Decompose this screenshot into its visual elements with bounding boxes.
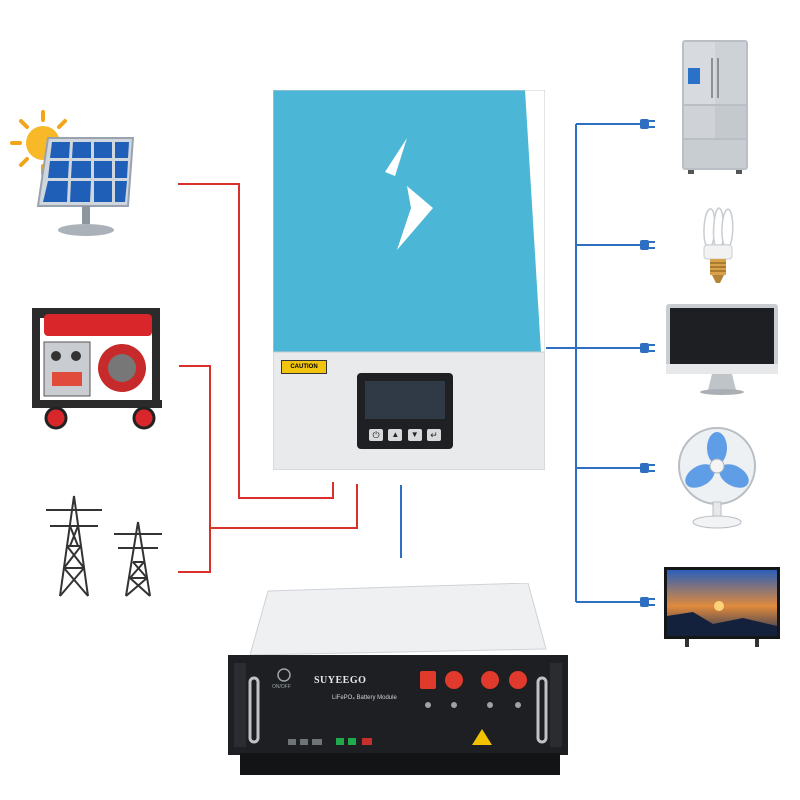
- television-icon: [664, 567, 780, 647]
- tower-large: [46, 495, 102, 597]
- enter-key-icon[interactable]: ↵: [426, 429, 441, 441]
- keypad: ⏻ ▲ ▼ ↵: [369, 429, 441, 441]
- battery-brand: SUYEEGO: [314, 675, 367, 686]
- input-wiring: [178, 183, 358, 573]
- battery-model-label: LiFePO₄ Battery Module: [332, 695, 397, 701]
- utility-grid-icon: [46, 495, 162, 597]
- battery-body: [228, 583, 568, 775]
- output-wiring: [400, 123, 640, 603]
- up-key-icon[interactable]: ▲: [388, 429, 403, 441]
- hybrid-inverter: CAUTION ⏻ ▲ ▼ ↵: [273, 90, 545, 470]
- plug-icon: [640, 597, 655, 607]
- power-switch-label: ON/OFF: [272, 684, 291, 690]
- power-button-icon[interactable]: [277, 668, 291, 682]
- plug-icon: [640, 240, 655, 250]
- plug-icon: [640, 343, 655, 353]
- down-key-icon[interactable]: ▼: [407, 429, 422, 441]
- monitor-icon: [666, 304, 778, 395]
- tower-small: [114, 521, 162, 597]
- refrigerator-icon: [682, 40, 748, 174]
- electric-fan-icon: [678, 427, 756, 529]
- lcd-screen: [365, 381, 445, 419]
- power-key-icon[interactable]: ⏻: [369, 429, 383, 441]
- generator-icon: [32, 308, 162, 430]
- plug-icons: [640, 119, 655, 607]
- terminals: [420, 671, 527, 708]
- display-panel: ⏻ ▲ ▼ ↵: [357, 373, 453, 449]
- light-bulb-icon: [703, 207, 734, 283]
- brand-logo-icon: [385, 138, 433, 250]
- battery-module: SUYEEGO LiFePO₄ Battery Module ON/OFF: [228, 583, 568, 778]
- right-handle: [536, 676, 548, 744]
- caution-label: CAUTION: [281, 360, 327, 374]
- solar-wire: [178, 183, 334, 499]
- left-handle: [248, 676, 260, 744]
- high-voltage-warning-icon: [472, 729, 492, 745]
- plug-icon: [640, 463, 655, 473]
- solar-panel-icon: [10, 110, 135, 236]
- generator-wire: [178, 365, 211, 573]
- grid-wire: [210, 484, 358, 529]
- plug-icon: [640, 119, 655, 129]
